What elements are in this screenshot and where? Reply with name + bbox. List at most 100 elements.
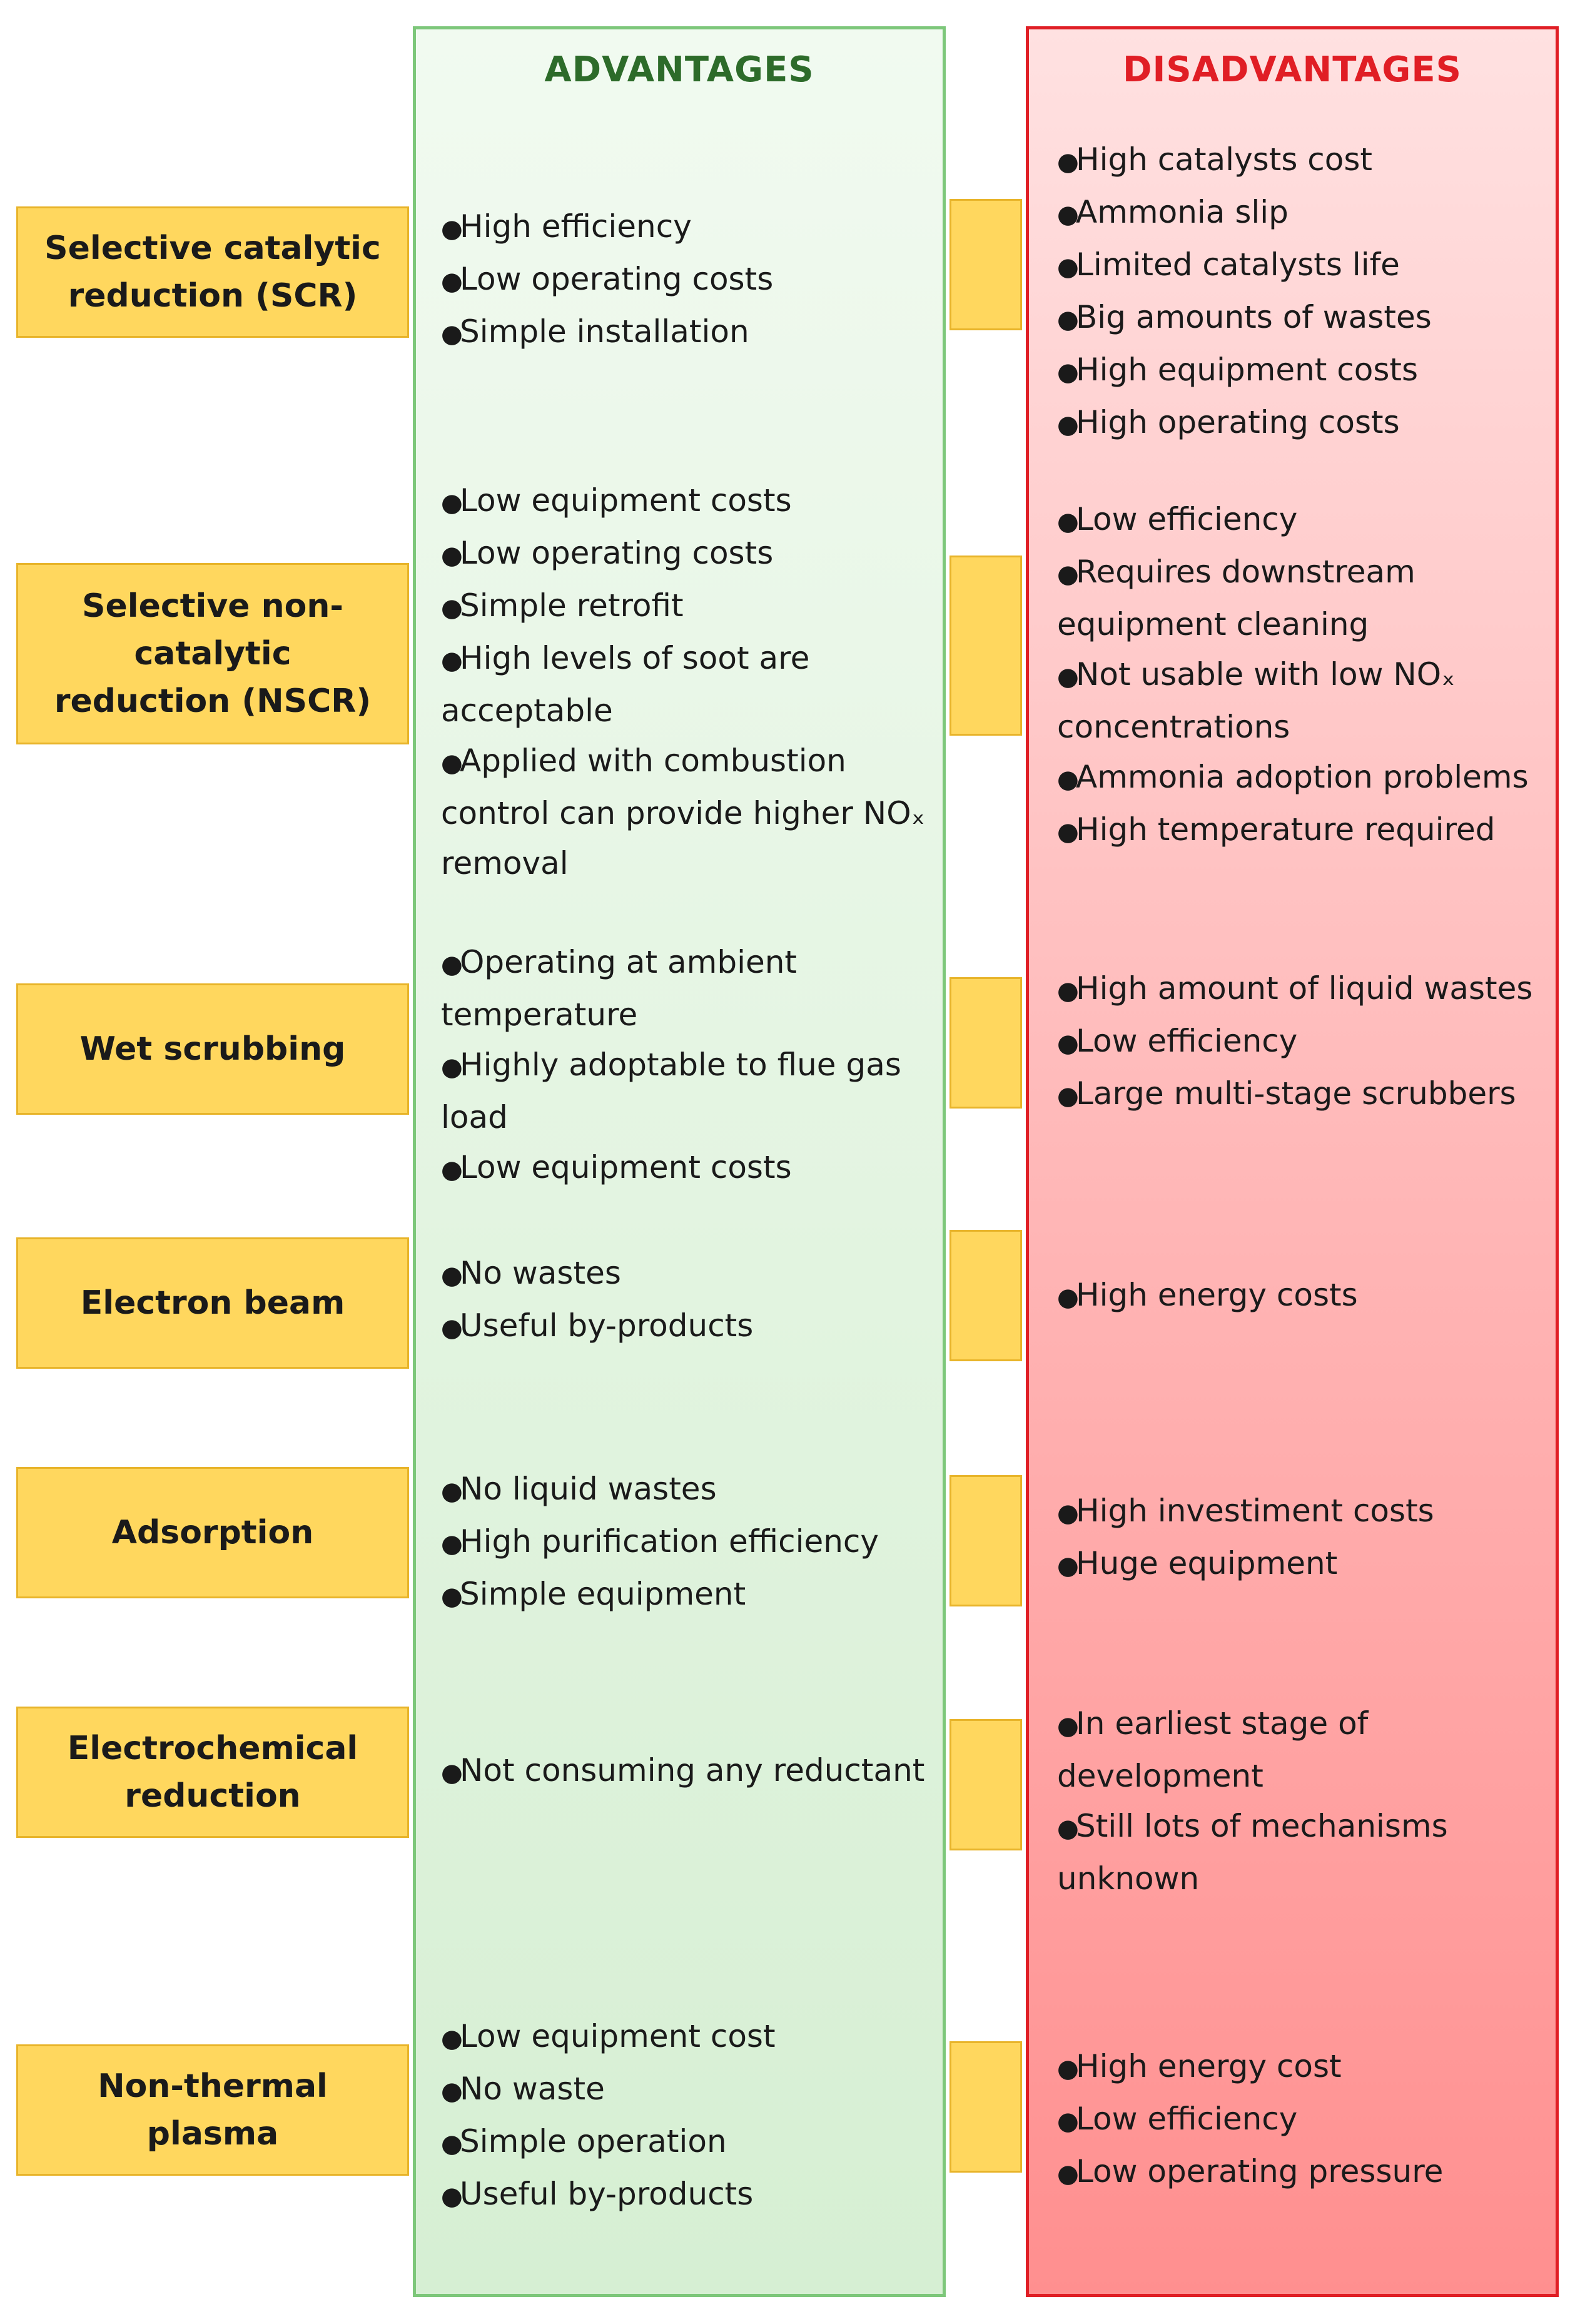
bullet-icon: ● — [1057, 1499, 1079, 1528]
disadvantages-item: ●Low efficiency — [1057, 1016, 1557, 1068]
item-text: High energy cost — [1076, 2048, 1342, 2084]
advantages-list-electron-beam: ●No wastes●Useful by-products — [441, 1248, 941, 1353]
connector-wet-scrubbing — [949, 977, 1022, 1109]
disadvantages-item: ●Low efficiency — [1057, 2094, 1557, 2146]
advantages-item: ●No liquid wastes — [441, 1464, 941, 1516]
disadvantages-item: ●In earliest stage of development — [1057, 1698, 1557, 1801]
bullet-icon: ● — [441, 267, 463, 296]
disadvantages-list-selective-non-catalytic-reduction-nscr: ●Low efficiency●Requires downstream equi… — [1057, 494, 1557, 857]
bullet-icon: ● — [1057, 1082, 1079, 1110]
item-text: Low operating costs — [460, 535, 774, 571]
item-text: Still lots of mechanisms unknown — [1057, 1808, 1448, 1897]
item-text: Simple retrofit — [460, 587, 684, 624]
bullet-icon: ● — [441, 2182, 463, 2211]
item-text: In earliest stage of development — [1057, 1705, 1369, 1794]
item-text: High energy costs — [1076, 1277, 1358, 1313]
item-text: Low operating pressure — [1076, 2153, 1444, 2190]
disadvantages-list-electrochemical-reduction: ●In earliest stage of development●Still … — [1057, 1698, 1557, 1904]
bullet-icon: ● — [1057, 2159, 1079, 2188]
disadvantages-item: ●High investiment costs — [1057, 1486, 1557, 1538]
advantages-item: ●No wastes — [441, 1248, 941, 1301]
advantages-list-selective-catalytic-reduction-scr: ●High efficiency●Low operating costs●Sim… — [441, 201, 941, 359]
disadvantages-list-electron-beam: ●High energy costs — [1057, 1270, 1557, 1322]
disadvantages-item: ●Huge equipment — [1057, 1538, 1557, 1591]
connector-electrochemical-reduction — [949, 1719, 1022, 1850]
advantages-item: ●Useful by-products — [441, 2169, 941, 2221]
item-text: High purification efficiency — [460, 1523, 879, 1560]
advantages-item: ●Simple operation — [441, 2116, 941, 2169]
bullet-icon: ● — [1057, 1814, 1079, 1843]
connector-electron-beam — [949, 1230, 1022, 1361]
bullet-icon: ● — [1057, 358, 1079, 387]
bullet-icon: ● — [441, 2077, 463, 2106]
bullet-icon: ● — [1057, 507, 1079, 536]
advantages-item: ●No waste — [441, 2064, 941, 2116]
bullet-icon: ● — [1057, 560, 1079, 589]
bullet-icon: ● — [1057, 662, 1079, 691]
advantages-item: ●Useful by-products — [441, 1301, 941, 1353]
advantages-list-electrochemical-reduction: ●Not consuming any reductant — [441, 1745, 941, 1798]
disadvantages-item: ●Not usable with low NOₓ concentrations — [1057, 649, 1557, 752]
bullet-icon: ● — [441, 1530, 463, 1558]
bullet-icon: ● — [441, 646, 463, 675]
disadvantages-list-non-thermal-plasma: ●High energy cost●Low efficiency●Low ope… — [1057, 2041, 1557, 2199]
item-text: No liquid wastes — [460, 1471, 717, 1507]
bullet-icon: ● — [1057, 1283, 1079, 1312]
item-text: Low efficiency — [1076, 501, 1298, 537]
advantages-item: ●Highly adoptable to flue gas load — [441, 1040, 941, 1142]
bullet-icon: ● — [1057, 305, 1079, 334]
bullet-icon: ● — [441, 1477, 463, 1506]
item-text: Simple equipment — [460, 1576, 746, 1612]
advantages-header: ADVANTAGES — [544, 49, 814, 90]
technology-label-electron-beam: Electron beam — [16, 1237, 409, 1369]
disadvantages-item: ●High amount of liquid wastes — [1057, 963, 1557, 1016]
advantages-item: ●Low equipment cost — [441, 2011, 941, 2064]
item-text: Simple installation — [460, 313, 749, 350]
disadvantages-item: ●Requires downstream equipment cleaning — [1057, 547, 1557, 649]
bullet-icon: ● — [1057, 818, 1079, 846]
disadvantages-item: ●Limited catalysts life — [1057, 240, 1557, 292]
advantages-item: ●High levels of soot are acceptable — [441, 633, 941, 736]
technology-label-adsorption: Adsorption — [16, 1467, 409, 1598]
item-text: Operating at ambient temperature — [441, 944, 798, 1033]
disadvantages-item: ●Ammonia adoption problems — [1057, 752, 1557, 804]
bullet-icon: ● — [441, 2129, 463, 2158]
advantages-item: ●Low operating costs — [441, 528, 941, 581]
item-text: No waste — [460, 2071, 605, 2107]
item-text: High temperature required — [1076, 811, 1496, 848]
advantages-item: ●Not consuming any reductant — [441, 1745, 941, 1798]
disadvantages-item: ●High catalysts cost — [1057, 134, 1557, 187]
disadvantages-column: DISADVANTAGES — [1026, 26, 1559, 2297]
bullet-icon: ● — [1057, 2054, 1079, 2083]
item-text: Ammonia slip — [1076, 194, 1289, 230]
technology-label-wet-scrubbing: Wet scrubbing — [16, 983, 409, 1115]
item-text: High operating costs — [1076, 404, 1400, 440]
bullet-icon: ● — [1057, 1029, 1079, 1058]
technology-name: Electron beam — [80, 1284, 345, 1322]
bullet-icon: ● — [441, 1758, 463, 1787]
item-text: Low equipment costs — [460, 482, 792, 519]
bullet-icon: ● — [1057, 977, 1079, 1005]
disadvantages-item: ●Low operating pressure — [1057, 2146, 1557, 2199]
item-text: Applied with combustion control can prov… — [441, 743, 925, 881]
bullet-icon: ● — [1057, 148, 1079, 176]
advantages-item: ●Operating at ambient temperature — [441, 937, 941, 1040]
bullet-icon: ● — [441, 489, 463, 517]
item-text: Ammonia adoption problems — [1076, 759, 1529, 795]
bullet-icon: ● — [1057, 410, 1079, 439]
disadvantages-item: ●Big amounts of wastes — [1057, 292, 1557, 345]
bullet-icon: ● — [441, 1261, 463, 1290]
advantages-item: ●Low equipment costs — [441, 1142, 941, 1195]
item-text: High levels of soot are acceptable — [441, 640, 810, 729]
bullet-icon: ● — [441, 320, 463, 348]
connector-non-thermal-plasma — [949, 2041, 1022, 2173]
item-text: Big amounts of wastes — [1076, 299, 1432, 335]
item-text: Useful by-products — [460, 1307, 754, 1344]
disadvantages-item: ●Still lots of mechanisms unknown — [1057, 1801, 1557, 1904]
advantages-item: ●Simple retrofit — [441, 581, 941, 633]
